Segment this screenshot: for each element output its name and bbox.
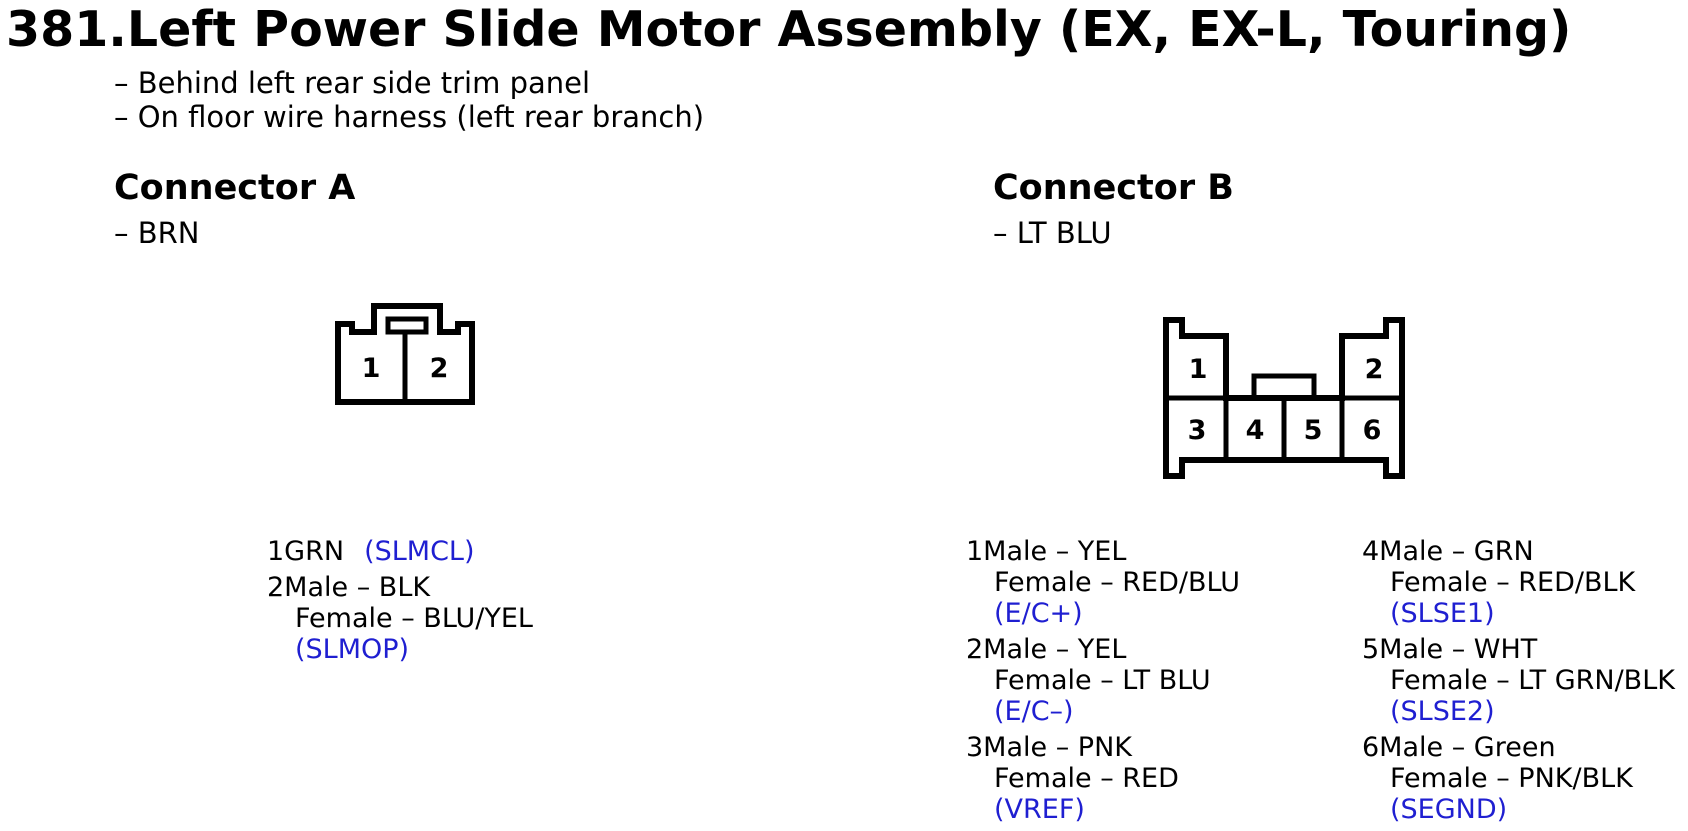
pin-signal: (SLSE2) bbox=[1390, 696, 1495, 727]
pin-signal: (E/C+) bbox=[994, 598, 1083, 629]
connector-b-pin-2: 2Male – YEL Female – LT BLU (E/C–) bbox=[966, 634, 1211, 727]
connector-b-pin-1-label: 1 bbox=[1189, 354, 1208, 385]
pin-female: Female – RED bbox=[994, 763, 1179, 794]
connector-b-color: – LT BLU bbox=[993, 216, 1112, 250]
connector-a-pin-1-label: 1 bbox=[362, 353, 381, 384]
pin-male: 1Male – YEL bbox=[966, 536, 1127, 567]
pin-signal: (SLMCL) bbox=[364, 536, 475, 567]
pin-female: Female – PNK/BLK bbox=[1390, 763, 1633, 794]
connector-b-pin-3-label: 3 bbox=[1188, 415, 1207, 446]
pin-female: Female – BLU/YEL bbox=[295, 603, 533, 634]
pin-signal: (SLMOP) bbox=[295, 634, 410, 665]
connector-a-pin-2-label: 2 bbox=[430, 353, 449, 384]
connector-a-pin-1: 1GRN (SLMCL) bbox=[267, 536, 475, 567]
pin-female: Female – LT GRN/BLK bbox=[1390, 665, 1675, 696]
pin-line: 1GRN (SLMCL) bbox=[267, 536, 475, 567]
pin-female: Female – RED/BLU bbox=[994, 567, 1240, 598]
connector-b-diagram: 1 2 3 4 5 6 bbox=[1163, 317, 1405, 479]
connector-a-pin-2: 2Male – BLK Female – BLU/YEL (SLMOP) bbox=[267, 572, 533, 665]
connector-a-diagram: 1 2 bbox=[335, 303, 475, 405]
connector-a-color: – BRN bbox=[114, 216, 200, 250]
pin-male: 6Male – Green bbox=[1362, 732, 1556, 763]
connector-b-pin-6: 6Male – Green Female – PNK/BLK (SEGND) bbox=[1362, 732, 1633, 825]
pin-signal: (SLSE1) bbox=[1390, 598, 1495, 629]
location-line-1: – Behind left rear side trim panel bbox=[114, 66, 591, 100]
pin-male: 5Male – WHT bbox=[1362, 634, 1538, 665]
pin-wire: 1GRN bbox=[267, 536, 345, 567]
connector-b-pin-4: 4Male – GRN Female – RED/BLK (SLSE1) bbox=[1362, 536, 1635, 629]
location-line-2: – On floor wire harness (left rear branc… bbox=[114, 100, 705, 134]
connector-b-pin-6-label: 6 bbox=[1363, 415, 1382, 446]
connector-b-pin-3: 3Male – PNK Female – RED (VREF) bbox=[966, 732, 1179, 825]
pin-female: Female – RED/BLK bbox=[1390, 567, 1636, 598]
pin-signal: (E/C–) bbox=[994, 696, 1074, 727]
connector-b-pin-5-label: 5 bbox=[1304, 415, 1323, 446]
connector-b-latch bbox=[1251, 373, 1317, 401]
connector-b-heading: Connector B bbox=[993, 168, 1234, 208]
connector-b-pin-1: 1Male – YEL Female – RED/BLU (E/C+) bbox=[966, 536, 1240, 629]
pin-signal: (VREF) bbox=[994, 794, 1085, 825]
pin-female: Female – LT BLU bbox=[994, 665, 1211, 696]
connector-b-pin-2-label: 2 bbox=[1365, 354, 1384, 385]
page-title: 381.Left Power Slide Motor Assembly (EX,… bbox=[6, 1, 1572, 58]
pin-male: 3Male – PNK bbox=[966, 732, 1132, 763]
connector-b-pin-4-label: 4 bbox=[1246, 415, 1265, 446]
connector-b-pin-5: 5Male – WHT Female – LT GRN/BLK (SLSE2) bbox=[1362, 634, 1675, 727]
pin-male: 2Male – BLK bbox=[267, 572, 431, 603]
pin-signal: (SEGND) bbox=[1390, 794, 1508, 825]
connector-a-heading: Connector A bbox=[114, 168, 356, 208]
pin-male: 2Male – YEL bbox=[966, 634, 1127, 665]
pin-male: 4Male – GRN bbox=[1362, 536, 1534, 567]
